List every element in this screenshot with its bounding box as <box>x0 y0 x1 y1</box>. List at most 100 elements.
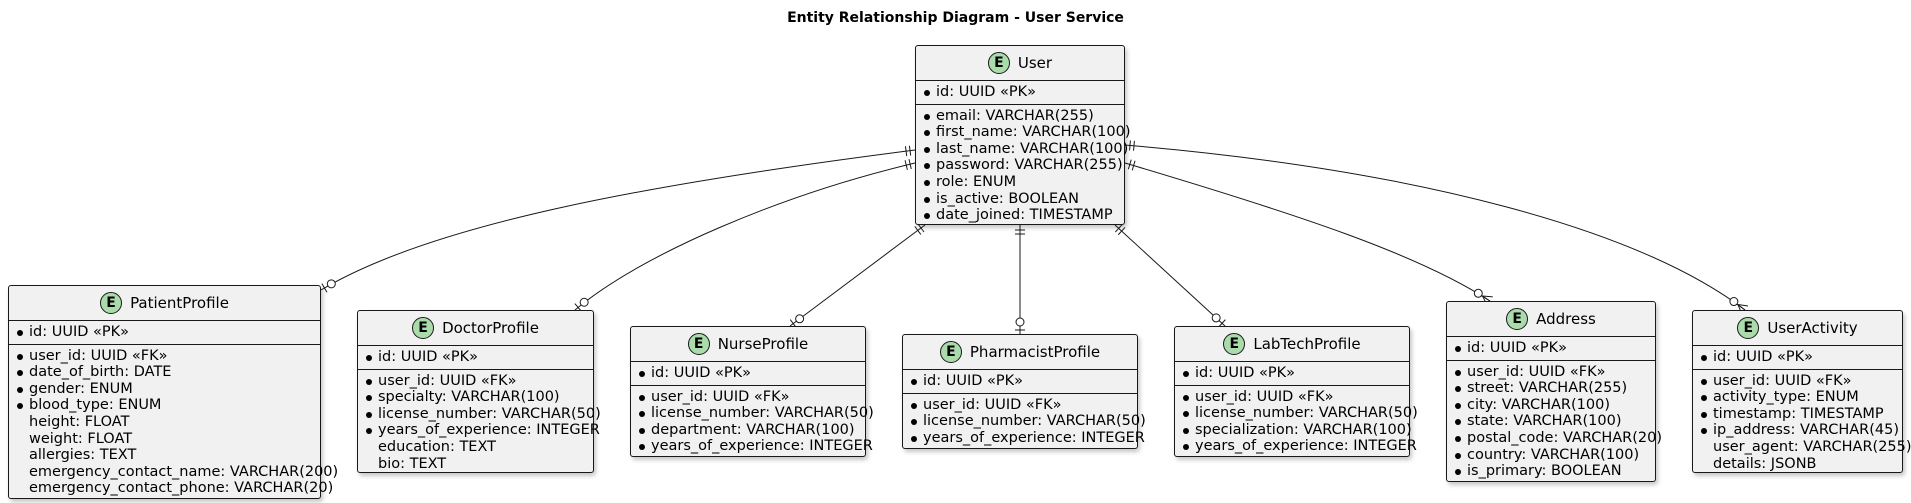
relation-user-labtech <box>1114 224 1226 328</box>
entity-header: E User <box>916 46 1124 81</box>
relation-user-address <box>1124 159 1493 306</box>
attribute-row: user_id: UUID «FK» <box>17 348 312 365</box>
attribute-row: user_id: UUID «FK» <box>366 373 585 390</box>
pharmacist-profile-name: PharmacistProfile <box>969 342 1101 361</box>
attribute-row: email: VARCHAR(255) <box>924 108 1116 125</box>
attribute-row: user_id: UUID «FK» <box>1701 373 1894 390</box>
attribute-row: password: VARCHAR(255) <box>924 157 1123 174</box>
entity-header: E PharmacistProfile <box>903 335 1137 370</box>
entity-icon: E <box>100 292 123 314</box>
relation-user-patient <box>320 145 916 293</box>
user-name: User <box>1017 53 1053 72</box>
attribute-row: user_id: UUID «FK» <box>639 389 857 406</box>
attribute-row: timestamp: TIMESTAMP <box>1701 406 1894 423</box>
entity-user-activity[interactable]: E UserActivity id: UUID «PK» user_id: UUID … <box>1692 310 1911 476</box>
relation-user-doctor <box>574 159 916 312</box>
attribute-row: license_number: VARCHAR(50) <box>911 413 1146 430</box>
diagram-title: Entity Relationship Diagram - User Servi… <box>787 10 1124 26</box>
entity-icon: E <box>939 341 962 363</box>
attribute-row: emergency_contact_name: VARCHAR(200) <box>29 463 339 480</box>
doctor-profile-name: DoctorProfile <box>442 318 539 337</box>
entity-header: E NurseProfile <box>631 327 865 362</box>
address-name: Address <box>1536 309 1596 328</box>
attributes-section: email: VARCHAR(255)first_name: VARCHAR(1… <box>916 105 1130 227</box>
attribute-row: emergency_contact_phone: VARCHAR(20) <box>29 480 334 497</box>
entity-nurse-profile[interactable]: E NurseProfile id: UUID «PK» user_id: UUID … <box>630 326 874 458</box>
primary-key-section: id: UUID «PK» <box>631 362 865 386</box>
entity-icon: E <box>1737 317 1760 339</box>
entity-icon: E <box>687 333 710 355</box>
attribute-row: years_of_experience: INTEGER <box>366 422 600 439</box>
attribute-row: first_name: VARCHAR(100) <box>924 124 1130 141</box>
primary-key-section: id: UUID «PK» <box>903 370 1137 394</box>
relation-user-activity <box>1124 140 1749 315</box>
attribute-row: user_id: UUID «FK» <box>1455 364 1647 381</box>
attribute-row: height: FLOAT <box>29 413 130 430</box>
entity-user[interactable]: E User id: UUID «PK» email: VARCHAR(255)fir… <box>915 45 1130 227</box>
attribute-row: department: VARCHAR(100) <box>639 422 857 439</box>
attribute-row: specialty: VARCHAR(100) <box>366 389 585 406</box>
attribute-row: id: UUID «PK» <box>924 84 1116 101</box>
attribute-row: ip_address: VARCHAR(45) <box>1701 422 1899 439</box>
attribute-row: last_name: VARCHAR(100) <box>924 141 1128 158</box>
attribute-row: education: TEXT <box>378 438 496 455</box>
primary-key-section: id: UUID «PK» <box>1175 362 1409 386</box>
primary-key-section: id: UUID «PK» <box>1693 346 1902 370</box>
attribute-row: years_of_experience: INTEGER <box>1183 438 1417 455</box>
entity-icon: E <box>412 317 435 339</box>
attribute-row: license_number: VARCHAR(50) <box>1183 405 1418 422</box>
entity-header: E UserActivity <box>1693 311 1902 346</box>
relation-user-pharmacist <box>1015 225 1025 334</box>
attribute-row: id: UUID «PK» <box>1183 365 1401 382</box>
attribute-row: license_number: VARCHAR(50) <box>366 406 601 423</box>
attribute-row: details: JSONB <box>1713 455 1817 472</box>
attribute-row: license_number: VARCHAR(50) <box>639 405 874 422</box>
attribute-row: role: ENUM <box>924 174 1116 191</box>
attribute-row: date_of_birth: DATE <box>17 364 312 381</box>
attribute-row: allergies: TEXT <box>29 447 137 464</box>
entity-labtech-profile[interactable]: E LabTechProfile id: UUID «PK» user_id: UUI… <box>1174 326 1418 458</box>
attribute-row: user_agent: VARCHAR(255) <box>1713 438 1911 455</box>
user-activity-name: UserActivity <box>1767 318 1858 337</box>
attribute-row: id: UUID «PK» <box>639 365 857 382</box>
entity-patient-profile[interactable]: E PatientProfile id: UUID «PK» user_id: UUI… <box>8 285 339 499</box>
patient-profile-name: PatientProfile <box>130 293 229 312</box>
labtech-profile-name: LabTechProfile <box>1253 334 1361 353</box>
attributes-section: user_id: UUID «FK»license_number: VARCHA… <box>631 386 874 458</box>
attribute-row: street: VARCHAR(255) <box>1455 380 1647 397</box>
attribute-row: id: UUID «PK» <box>1701 349 1894 366</box>
attribute-row: user_id: UUID «FK» <box>911 397 1129 414</box>
attributes-section: user_id: UUID «FK»license_number: VARCHA… <box>903 394 1146 450</box>
nurse-profile-name: NurseProfile <box>717 334 809 353</box>
attribute-row: is_primary: BOOLEAN <box>1455 463 1647 480</box>
attribute-row: weight: FLOAT <box>29 430 133 447</box>
attribute-row: id: UUID «PK» <box>17 324 312 341</box>
attribute-row: postal_code: VARCHAR(20) <box>1455 430 1662 447</box>
attribute-row: user_id: UUID «FK» <box>1183 389 1401 406</box>
primary-key-section: id: UUID «PK» <box>1447 337 1655 361</box>
entity-icon: E <box>1223 333 1246 355</box>
attribute-row: bio: TEXT <box>378 455 447 472</box>
attribute-row: id: UUID «PK» <box>1455 340 1647 357</box>
attributes-section: user_id: UUID «FK»specialty: VARCHAR(100… <box>358 370 601 476</box>
attribute-row: state: VARCHAR(100) <box>1455 413 1647 430</box>
attribute-row: date_joined: TIMESTAMP <box>924 207 1116 224</box>
attribute-row: specialization: VARCHAR(100) <box>1183 422 1412 439</box>
attribute-row: gender: ENUM <box>17 381 312 398</box>
attribute-row: blood_type: ENUM <box>17 397 312 414</box>
attribute-row: years_of_experience: INTEGER <box>911 430 1145 447</box>
attribute-row: is_active: BOOLEAN <box>924 191 1116 208</box>
entity-header: E PatientProfile <box>9 286 320 321</box>
attributes-section: user_id: UUID «FK»license_number: VARCHA… <box>1175 386 1418 458</box>
entity-header: E DoctorProfile <box>358 311 593 346</box>
relation-user-nurse <box>789 223 926 328</box>
entity-icon: E <box>987 52 1010 74</box>
attributes-section: user_id: UUID «FK»street: VARCHAR(255)ci… <box>1447 361 1662 483</box>
attribute-row: country: VARCHAR(100) <box>1455 447 1647 464</box>
